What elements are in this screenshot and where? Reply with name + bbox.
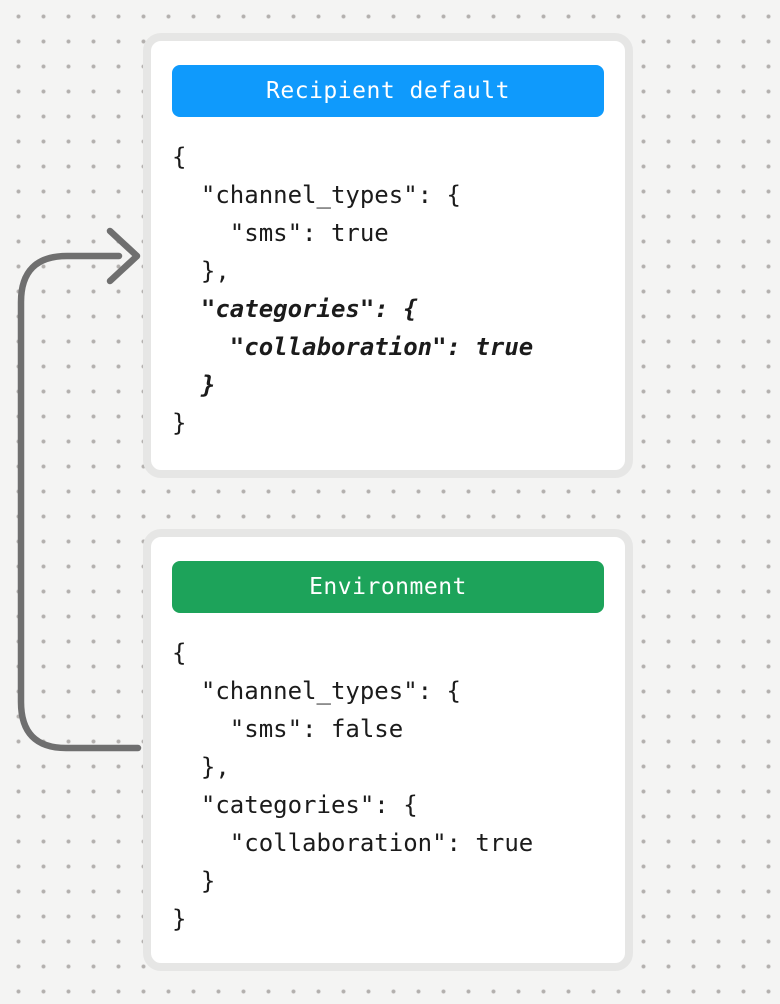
code-line: "collaboration": true: [172, 829, 534, 857]
flow-arrowhead-icon: [106, 227, 141, 285]
code-line: }: [172, 409, 187, 437]
code-line: "categories": {: [172, 295, 418, 323]
card-recipient-default: Recipient default { "channel_types": { "…: [143, 33, 633, 478]
code-line: "sms": true: [172, 219, 389, 247]
flow-arrow-shaft: [17, 252, 142, 752]
code-line: "channel_types": {: [172, 677, 461, 705]
recipient-default-badge: Recipient default: [172, 65, 604, 117]
code-line: "channel_types": {: [172, 181, 461, 209]
environment-badge: Environment: [172, 561, 604, 613]
code-line: {: [172, 639, 187, 667]
code-line: },: [172, 753, 230, 781]
card-environment: Environment { "channel_types": { "sms": …: [143, 529, 633, 971]
code-line: {: [172, 143, 187, 171]
environment-json-code: { "channel_types": { "sms": false }, "ca…: [172, 634, 604, 938]
code-line: "sms": false: [172, 715, 404, 743]
code-line: }: [172, 905, 187, 933]
code-line: }: [172, 867, 216, 895]
code-line: },: [172, 257, 230, 285]
code-line: }: [172, 371, 216, 399]
recipient-default-json-code: { "channel_types": { "sms": true }, "cat…: [172, 138, 604, 442]
code-line: "categories": {: [172, 791, 418, 819]
code-line: "collaboration": true: [172, 333, 534, 361]
